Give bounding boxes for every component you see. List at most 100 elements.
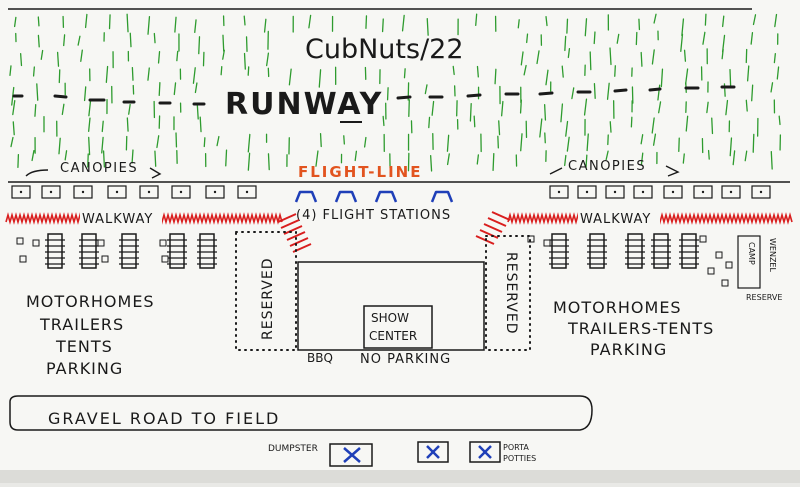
canopy-icon [140, 186, 158, 198]
grass-stroke [615, 66, 616, 77]
potties-label: POTTIES [503, 454, 536, 463]
grass-stroke [58, 52, 59, 66]
flight-stations-label: (4) FLIGHT STATIONS [296, 208, 451, 223]
grass-stroke [476, 14, 477, 25]
canopy-icon [74, 186, 92, 198]
canopy-icon [694, 186, 712, 198]
grass-stroke [493, 154, 494, 171]
canopies-left-label: CANOPIES [60, 161, 138, 176]
grass-stroke [477, 66, 478, 76]
grass-stroke [199, 37, 200, 54]
grass-stroke [594, 84, 595, 99]
grass-stroke [712, 118, 713, 133]
rv-icon [197, 234, 217, 268]
grass-stroke [35, 105, 36, 117]
rv-icon [79, 234, 99, 268]
grass-stroke [38, 17, 39, 26]
canopy-icon [238, 186, 256, 198]
grass-stroke [746, 100, 747, 111]
grass-stroke [110, 15, 111, 29]
grass-stroke [245, 54, 246, 70]
grass-stroke [132, 68, 133, 81]
runway-label: RUNWAY [225, 87, 383, 122]
canopy-icon [12, 186, 30, 198]
grass-stroke [470, 104, 471, 121]
grass-stroke [404, 69, 405, 78]
grass-stroke [226, 150, 227, 166]
grass-stroke [200, 117, 201, 131]
dumpster-label: DUMPSTER [268, 444, 318, 454]
camp-label: CAMP [747, 242, 756, 265]
rv-icon [549, 234, 569, 268]
right-parking-line-2: TRAILERS-TENTS [567, 319, 714, 338]
left-parking-line-3: TENTS [55, 337, 113, 356]
grass-stroke [495, 69, 496, 83]
walkway-left-label: WALKWAY [82, 212, 153, 227]
grass-stroke [321, 134, 322, 147]
reserved-left-label: RESERVED [260, 258, 276, 340]
show-center-label-2: CENTER [369, 329, 417, 343]
canopy-icon [172, 186, 190, 198]
grass-stroke [594, 32, 595, 43]
grass-stroke [244, 16, 245, 25]
grass-stroke [705, 14, 706, 25]
grass-stroke [268, 154, 269, 170]
reserved-right-label: RESERVED [503, 252, 519, 334]
grass-stroke [590, 52, 591, 70]
canopy-icon [578, 186, 596, 198]
grass-stroke [127, 118, 128, 131]
rv-icon [167, 234, 187, 268]
grass-stroke [366, 16, 367, 28]
grass-stroke [223, 35, 224, 51]
walkway-right-label: WALKWAY [580, 212, 651, 227]
grass-stroke [34, 67, 35, 76]
rv-icon [119, 234, 139, 268]
canopy-icon [722, 186, 740, 198]
grass-stroke [127, 14, 128, 31]
grass-stroke [521, 100, 522, 113]
rv-icon [587, 234, 607, 268]
grass-stroke [474, 116, 475, 127]
grass-stroke [130, 33, 131, 46]
grass-stroke [545, 105, 546, 120]
rv-icon [625, 234, 645, 268]
rv-icon [45, 234, 65, 268]
grass-stroke [567, 19, 568, 33]
left-parking-line-2: TRAILERS [39, 315, 124, 334]
grass-stroke [344, 136, 345, 144]
grass-stroke [89, 137, 90, 154]
map-title: CubNuts/22 [305, 34, 464, 65]
show-center-label-1: SHOW [371, 311, 409, 325]
canopy-icon [664, 186, 682, 198]
canopy-icon [634, 186, 652, 198]
grass-stroke [64, 35, 65, 46]
grass-stroke [641, 53, 642, 67]
canopy-icon [606, 186, 624, 198]
no-parking-label: NO PARKING [360, 352, 451, 367]
left-parking-line-1: MOTORHOMES [26, 292, 155, 311]
grass-stroke [221, 67, 222, 75]
canopy-icon [752, 186, 770, 198]
right-parking-line-1: MOTORHOMES [553, 298, 682, 317]
grass-stroke [610, 122, 611, 132]
grass-stroke [565, 36, 566, 50]
canopies-right-label: CANOPIES [568, 159, 646, 174]
grass-stroke [685, 50, 686, 61]
grass-stroke [38, 35, 39, 46]
grass-stroke [204, 138, 205, 147]
grass-stroke [21, 54, 22, 66]
grass-stroke [429, 117, 430, 127]
flight-line-label: FLIGHT-LINE [298, 163, 422, 181]
canopy-icon [206, 186, 224, 198]
bbq-label: BBQ [307, 351, 333, 365]
gravel-road-label: GRAVEL ROAD TO FIELD [48, 409, 280, 428]
canopy-icon [108, 186, 126, 198]
grass-stroke [154, 34, 155, 43]
porta-label: PORTA [503, 443, 529, 452]
wenzel-label: WENZEL [768, 238, 777, 272]
canopy-icon [550, 186, 568, 198]
grass-stroke [730, 70, 731, 88]
grass-stroke [771, 152, 772, 169]
